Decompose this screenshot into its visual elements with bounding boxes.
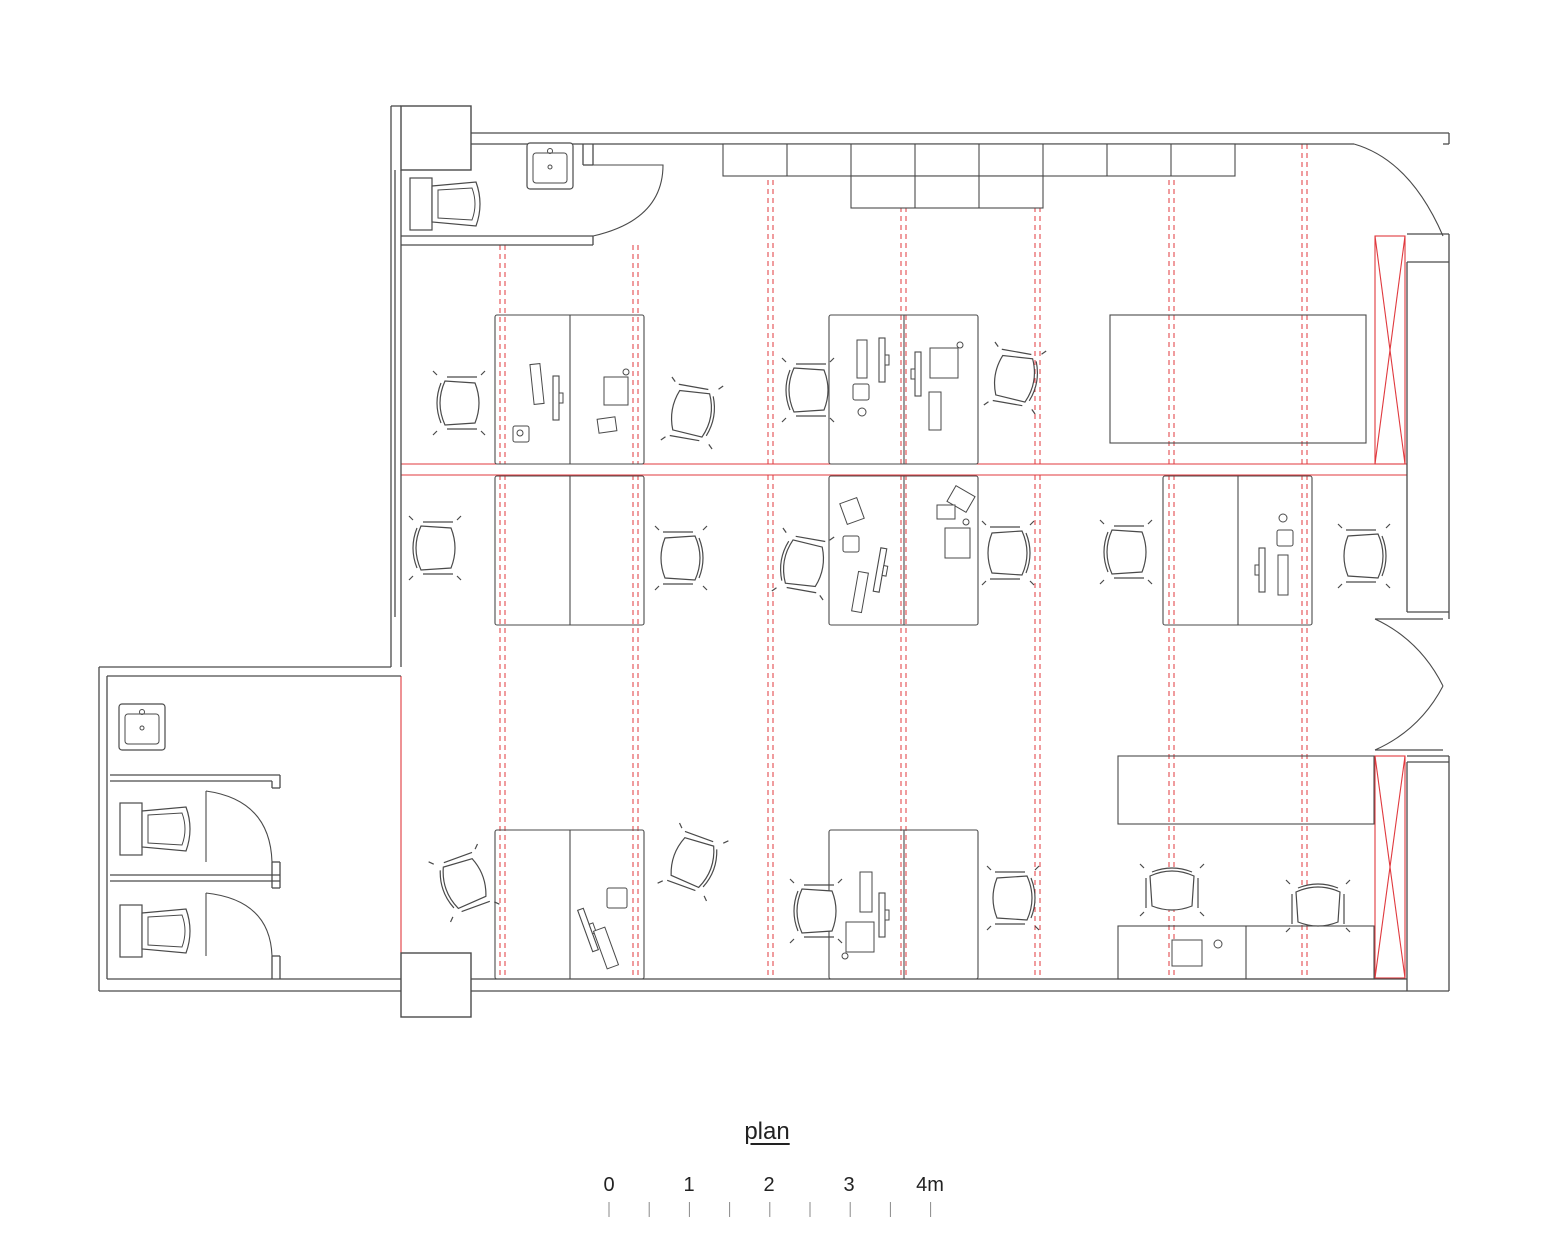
storage-cabinets — [722, 143, 1236, 209]
structural-columns — [400, 105, 472, 1018]
scale-label-2: 2 — [763, 1174, 775, 1196]
desks — [494, 314, 1375, 980]
plan-title: plan — [744, 1118, 790, 1145]
scale-label-1: 1 — [683, 1174, 695, 1196]
chairs — [408, 341, 1391, 944]
scale-bar — [608, 1202, 932, 1217]
scale-label-3: 3 — [843, 1174, 855, 1196]
scale-label-0: 0 — [603, 1174, 615, 1196]
desk-equipment — [512, 337, 1294, 970]
door-swings — [205, 143, 1444, 957]
scale-label-4m: 4m — [916, 1174, 944, 1196]
structural-grid-lines — [499, 144, 1308, 979]
walls — [98, 105, 1450, 992]
